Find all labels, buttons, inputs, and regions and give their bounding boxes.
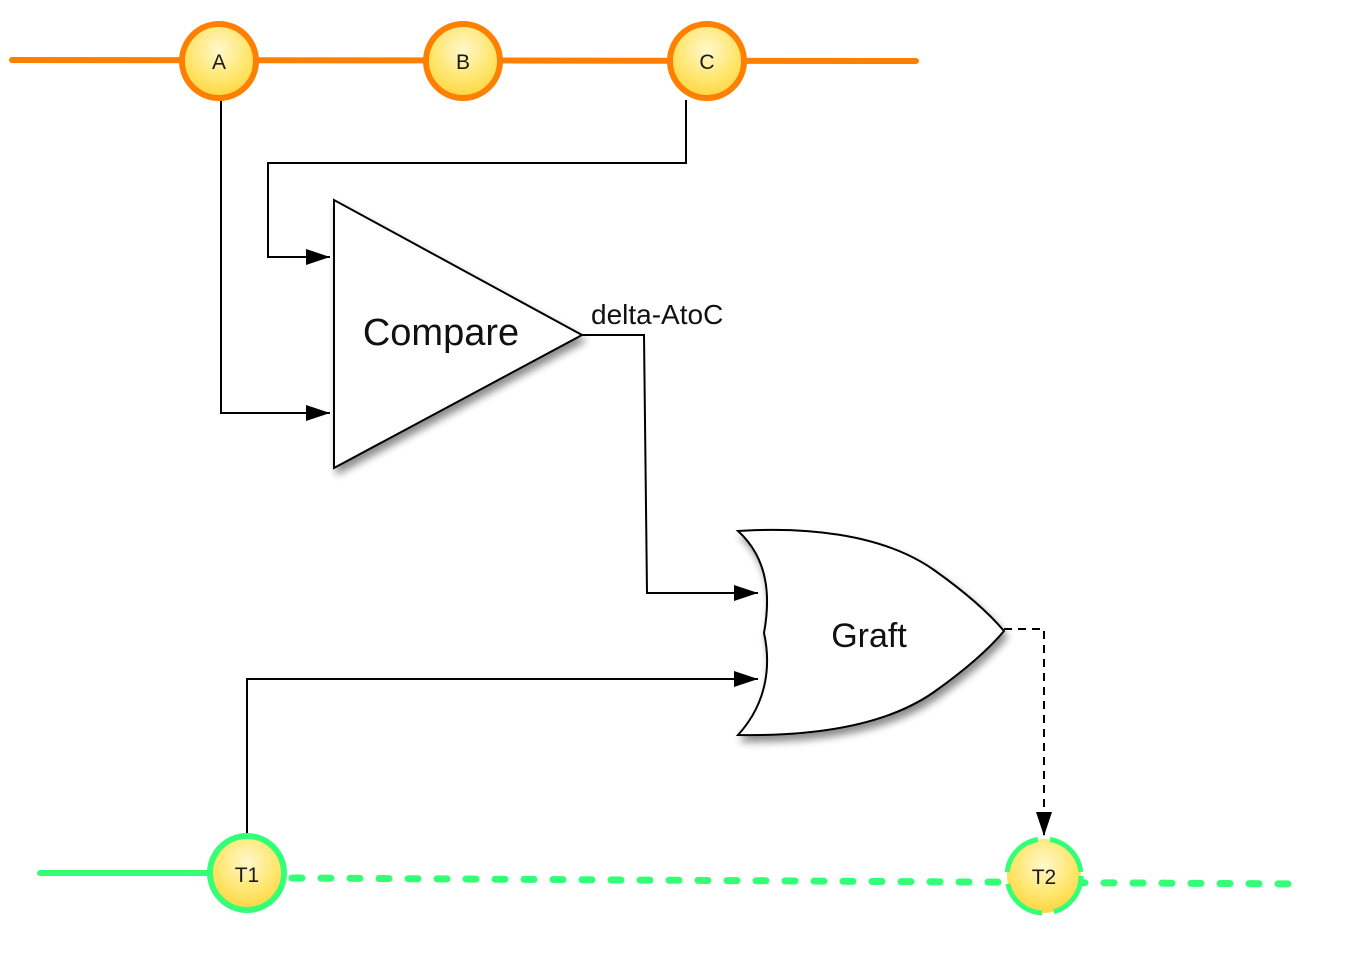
svg-text:B: B — [456, 51, 470, 74]
graft-block — [735, 528, 1006, 737]
wire-t1-to-graft — [246, 671, 758, 834]
svg-text:T1: T1 — [235, 864, 260, 887]
node-b: B — [423, 21, 503, 101]
compare-block — [333, 198, 585, 470]
node-c: C — [667, 21, 747, 101]
svg-text:C: C — [699, 51, 714, 74]
compare-label: Compare — [363, 312, 519, 354]
wire-compare-to-graft — [582, 334, 758, 601]
wire-c-to-compare — [267, 100, 687, 265]
delta-label: delta-AtoC — [591, 299, 723, 330]
target-branch-dotted-line — [288, 874, 1308, 888]
node-t1: T1 — [207, 833, 287, 913]
svg-text:A: A — [212, 51, 226, 74]
wire-graft-to-t2 — [1004, 628, 1052, 836]
wire-a-to-compare — [220, 98, 330, 421]
node-a: A — [179, 21, 259, 101]
node-t2: T2 — [1004, 836, 1084, 916]
svg-text:T2: T2 — [1032, 866, 1057, 889]
graft-label: Graft — [831, 617, 907, 655]
